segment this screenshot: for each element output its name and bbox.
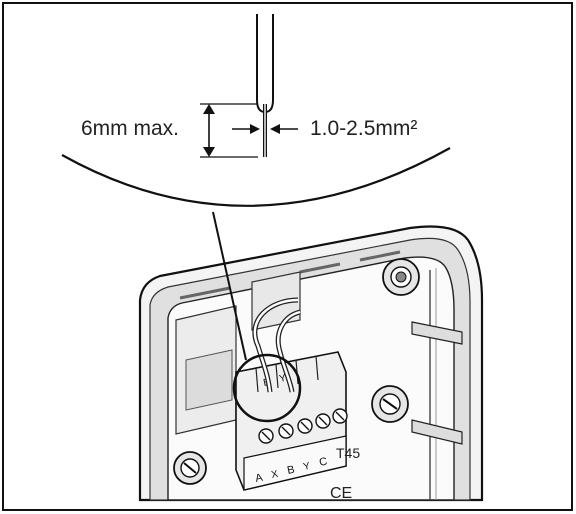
cable-size-label: 1.0-2.5mm²	[310, 117, 417, 140]
connected-wires	[252, 297, 301, 393]
leader-line	[212, 211, 247, 361]
magnifier-circle	[232, 353, 302, 423]
terminal-top-label-y: Y	[278, 373, 287, 385]
mounting-screw-top	[382, 258, 420, 296]
terminal-block	[235, 351, 348, 491]
strip-length-dimension	[200, 103, 258, 158]
strip-length-label: 6mm max.	[81, 117, 179, 140]
terminal-label-a: A	[254, 472, 264, 485]
terminal-labels: A X B Y C	[254, 456, 328, 485]
callout-arc	[61, 147, 451, 207]
terminal-label-x: X	[270, 469, 279, 481]
terminal-label-c: C	[318, 456, 328, 469]
mounting-screw-left	[173, 451, 207, 485]
terminal-label-b: B	[286, 464, 296, 477]
ce-mark: CE	[330, 485, 352, 502]
model-label: T45	[336, 445, 360, 461]
conductor-size-dimension	[232, 124, 298, 134]
mounting-screw-right	[371, 385, 409, 423]
terminal-label-y: Y	[302, 461, 311, 473]
